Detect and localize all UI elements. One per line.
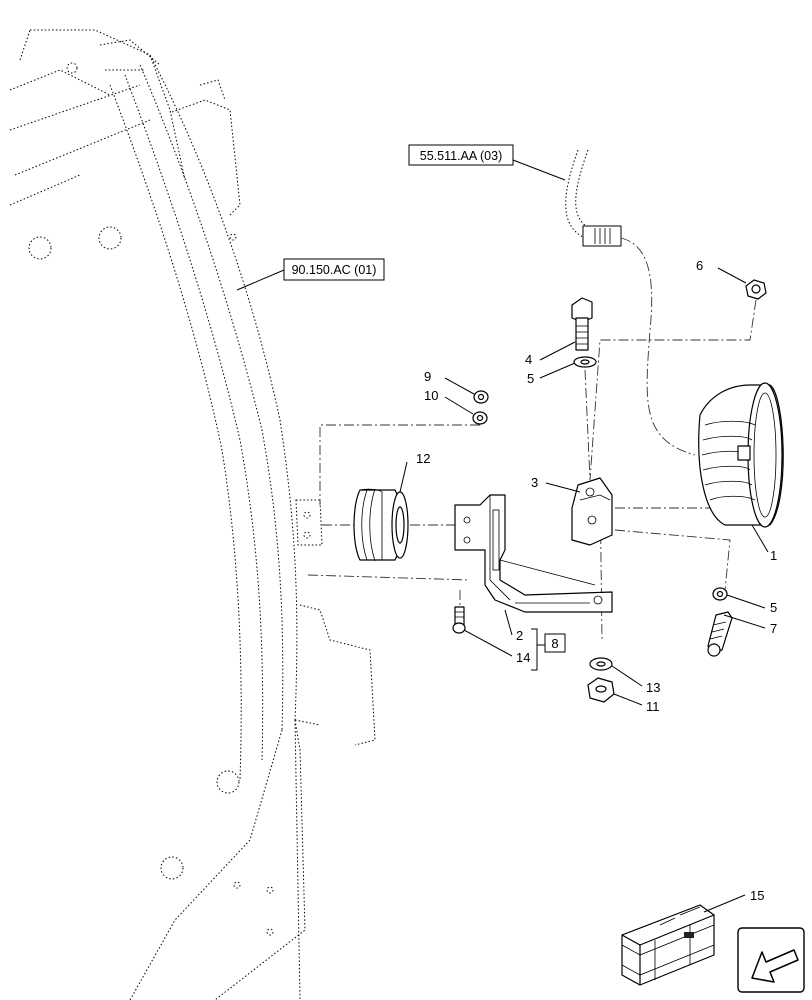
wire-harness-connector [565, 149, 696, 456]
washer-part-9 [589, 657, 613, 671]
callout-11: 10 [424, 388, 438, 403]
swivel-mount-part-3 [571, 477, 613, 546]
callout-3: 3 [531, 475, 538, 490]
kit-box-14 [544, 633, 566, 653]
callout-10: 9 [424, 369, 431, 384]
callout-1: 1 [770, 548, 777, 563]
reference-label-55-511-aa[interactable]: 55.511.AA (03) [408, 144, 566, 181]
reference-text: 90.150.AC (01) [292, 263, 377, 277]
washer-part-11 [472, 411, 488, 425]
bolt-part-13 [452, 606, 466, 634]
nut-part-6 [745, 279, 767, 300]
callout-15: 15 [750, 888, 764, 903]
callout-5-upper: 5 [527, 371, 534, 386]
nut-part-10 [473, 390, 489, 404]
callout-4: 4 [525, 352, 532, 367]
callout-8: 11 [646, 699, 660, 714]
callout-9: 13 [646, 680, 660, 695]
callout-2: 2 [516, 628, 523, 643]
bolt-part-4 [571, 297, 593, 351]
bracket-part-2 [454, 494, 613, 613]
callout-6: 6 [696, 258, 703, 273]
bolt-part-7 [707, 611, 733, 657]
callout-13: 14 [516, 650, 530, 665]
washer-part-5-lower [712, 587, 728, 601]
cab-frame [9, 29, 376, 1000]
reference-label-90-150-ac[interactable]: 90.150.AC (01) [236, 258, 385, 291]
callout-14: 8 [551, 636, 558, 651]
nav-arrow-bottom-left-icon[interactable] [737, 927, 805, 993]
crate-part-15 [621, 904, 715, 986]
washer-part-5-upper [573, 356, 597, 368]
callout-7: 7 [770, 621, 777, 636]
callout-12: 12 [416, 451, 430, 466]
work-lamp-part-1 [698, 382, 784, 528]
grommet-part-12 [353, 488, 409, 562]
callout-5-lower: 5 [770, 600, 777, 615]
nut-part-8 [587, 677, 615, 703]
reference-text: 55.511.AA (03) [420, 149, 502, 163]
assembly-centerlines [307, 299, 757, 641]
